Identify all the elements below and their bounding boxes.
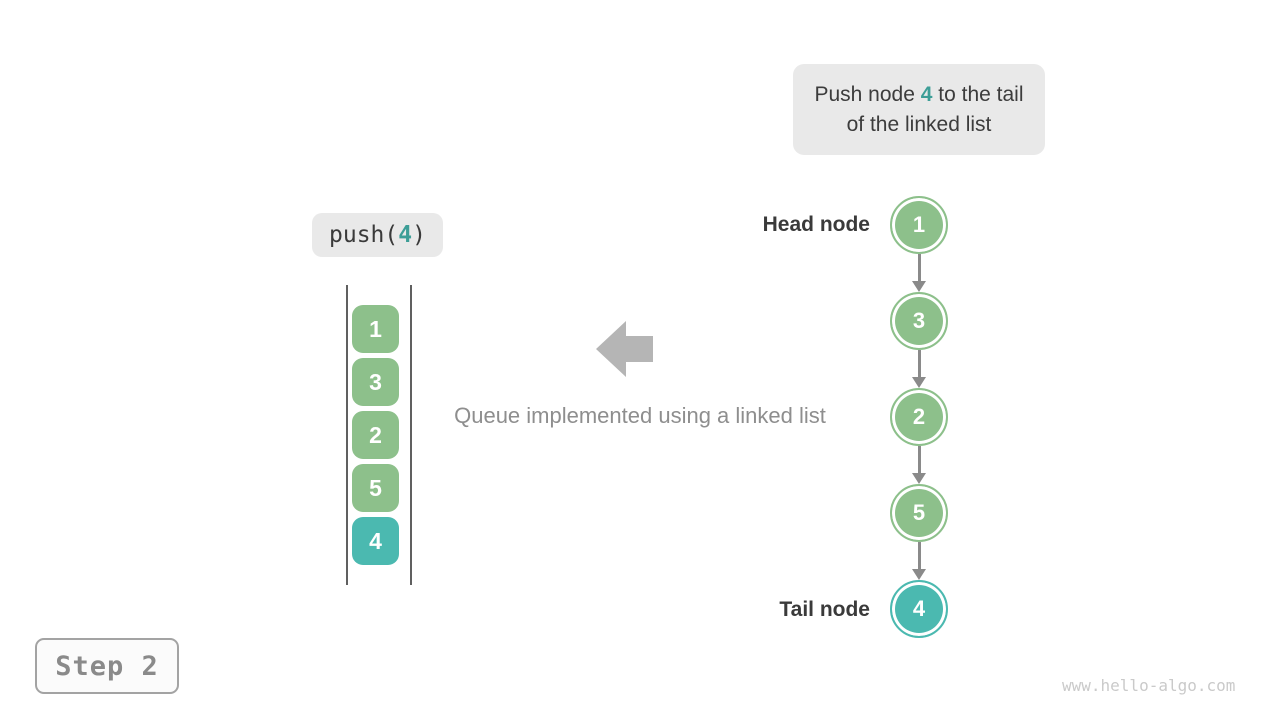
left-arrow-icon: [596, 321, 653, 377]
annotation-prefix: Push node: [814, 82, 921, 106]
annotation-accent-number: 4: [920, 82, 933, 106]
stack-item: 5: [352, 464, 399, 512]
arrow-down-icon: [905, 446, 933, 484]
push-operation-label: push(4): [312, 213, 443, 257]
stack-rail-left: [346, 285, 348, 585]
push-call-accent-number: 4: [398, 222, 413, 248]
list-node-highlighted: 4: [890, 580, 948, 638]
stack-rail-right: [410, 285, 412, 585]
list-node: 5: [890, 484, 948, 542]
arrow-down-icon: [905, 350, 933, 388]
stack-item: 1: [352, 305, 399, 353]
head-node-label: Head node: [762, 213, 870, 236]
caption: Queue implemented using a linked list: [454, 403, 826, 428]
stack-item-highlighted: 4: [352, 517, 399, 565]
step-badge: Step 2: [35, 638, 179, 694]
annotation-suffix: to the tail of the linked list: [846, 82, 1024, 136]
stack-item: 3: [352, 358, 399, 406]
stack-item: 2: [352, 411, 399, 459]
arrow-down-icon: [905, 254, 933, 292]
push-call-suffix: ): [412, 222, 426, 248]
push-call-prefix: push(: [329, 222, 399, 248]
annotation-text: Push node 4 to the tail of the linked li…: [811, 80, 1027, 140]
arrow-down-icon: [905, 542, 933, 580]
annotation-bubble: Push node 4 to the tail of the linked li…: [793, 64, 1045, 155]
watermark: www.hello-algo.com: [1062, 676, 1236, 695]
list-node: 3: [890, 292, 948, 350]
tail-node-label: Tail node: [779, 598, 870, 621]
list-node: 2: [890, 388, 948, 446]
list-node: 1: [890, 196, 948, 254]
